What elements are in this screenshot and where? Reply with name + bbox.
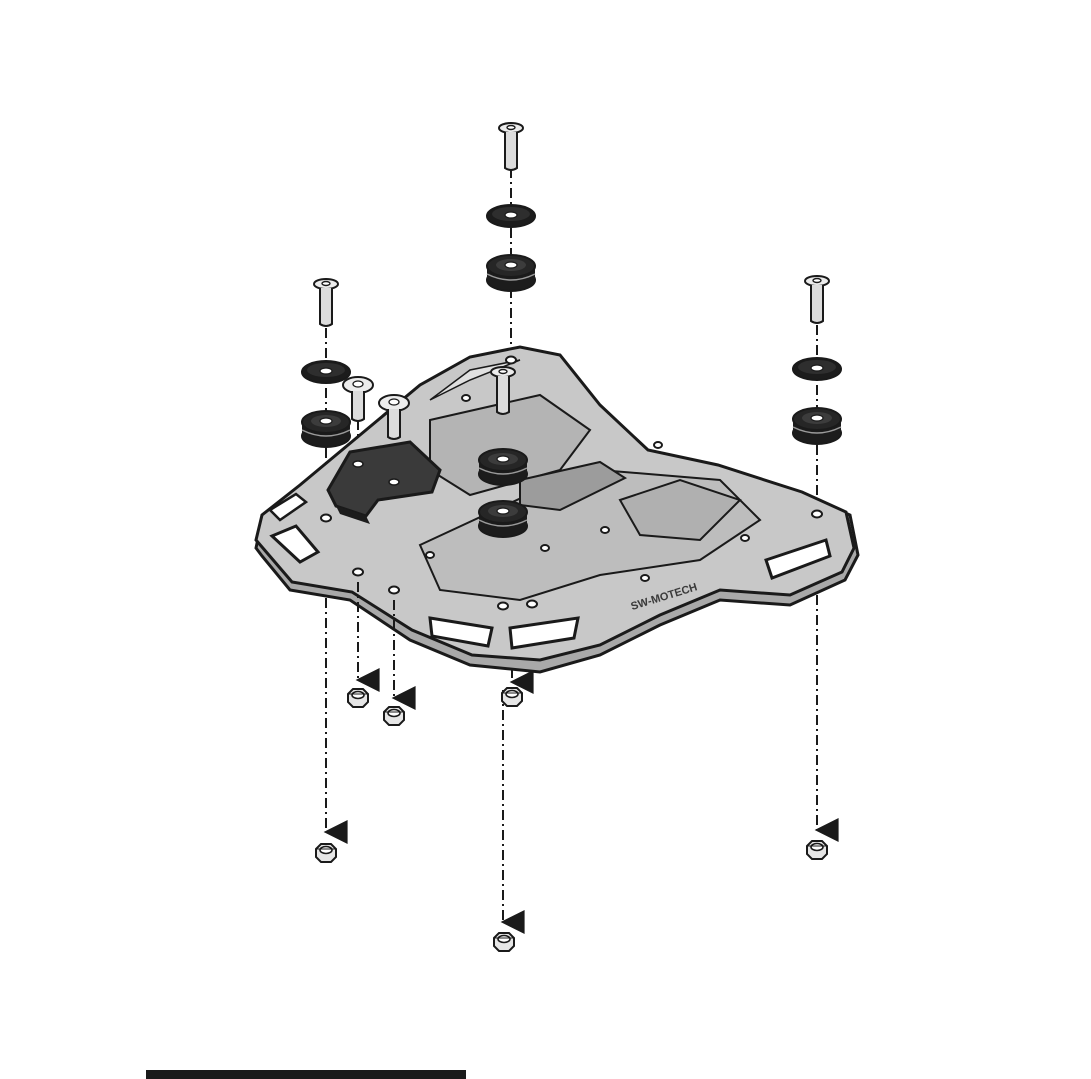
right-washer [792,357,842,381]
right-bolt [804,275,830,324]
front-handle-cutout-1 [428,616,494,648]
center-bolt-top [498,122,524,171]
nut-left [315,843,337,863]
center-grommet-lower-plate [478,500,528,538]
center-washer [486,204,536,228]
mounting-bracket [326,440,442,524]
rack-center-slot [519,460,628,512]
nut-center-upper [501,687,523,707]
right-handle-cutout [764,538,832,580]
nut-bracket-1 [347,688,369,708]
bracket-bolt-1 [342,376,374,422]
center-grommet-upper-plate [478,448,528,486]
rack-plate: SW-MOTECH [254,345,860,674]
bottom-scroll-bar[interactable] [146,1070,466,1079]
left-bolt [313,278,339,327]
lower-guide-lines [323,582,839,934]
right-grommet [792,407,842,445]
left-washer [301,360,351,384]
rack-right-pocket [618,478,742,542]
nut-bracket-2 [383,706,405,726]
front-handle-cutout-2 [508,616,580,650]
nut-right [806,840,828,860]
left-grommet [301,410,351,448]
center-grommet [486,254,536,292]
left-handle-cutout [269,524,321,564]
rack-top-rib [429,359,521,401]
nut-center-lower [493,932,515,952]
plate-holes [320,355,823,611]
left-rear-cutout [267,492,309,522]
